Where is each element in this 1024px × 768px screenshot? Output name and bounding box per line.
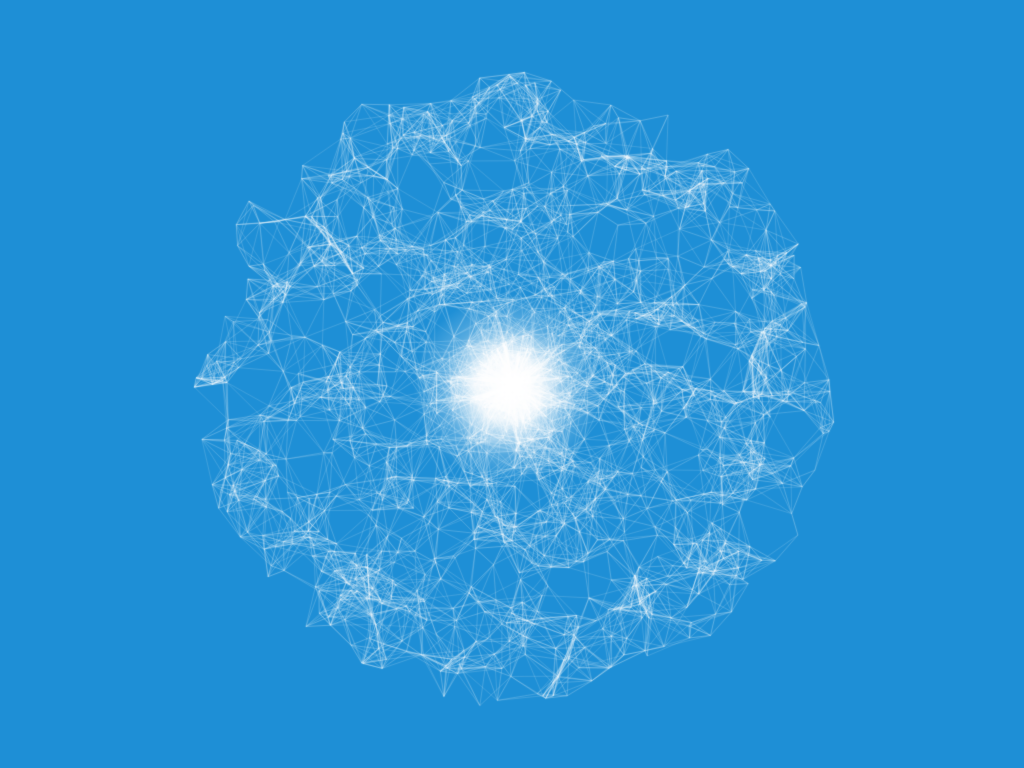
network-sphere-canvas xyxy=(0,0,1024,768)
visualization-stage xyxy=(0,0,1024,768)
